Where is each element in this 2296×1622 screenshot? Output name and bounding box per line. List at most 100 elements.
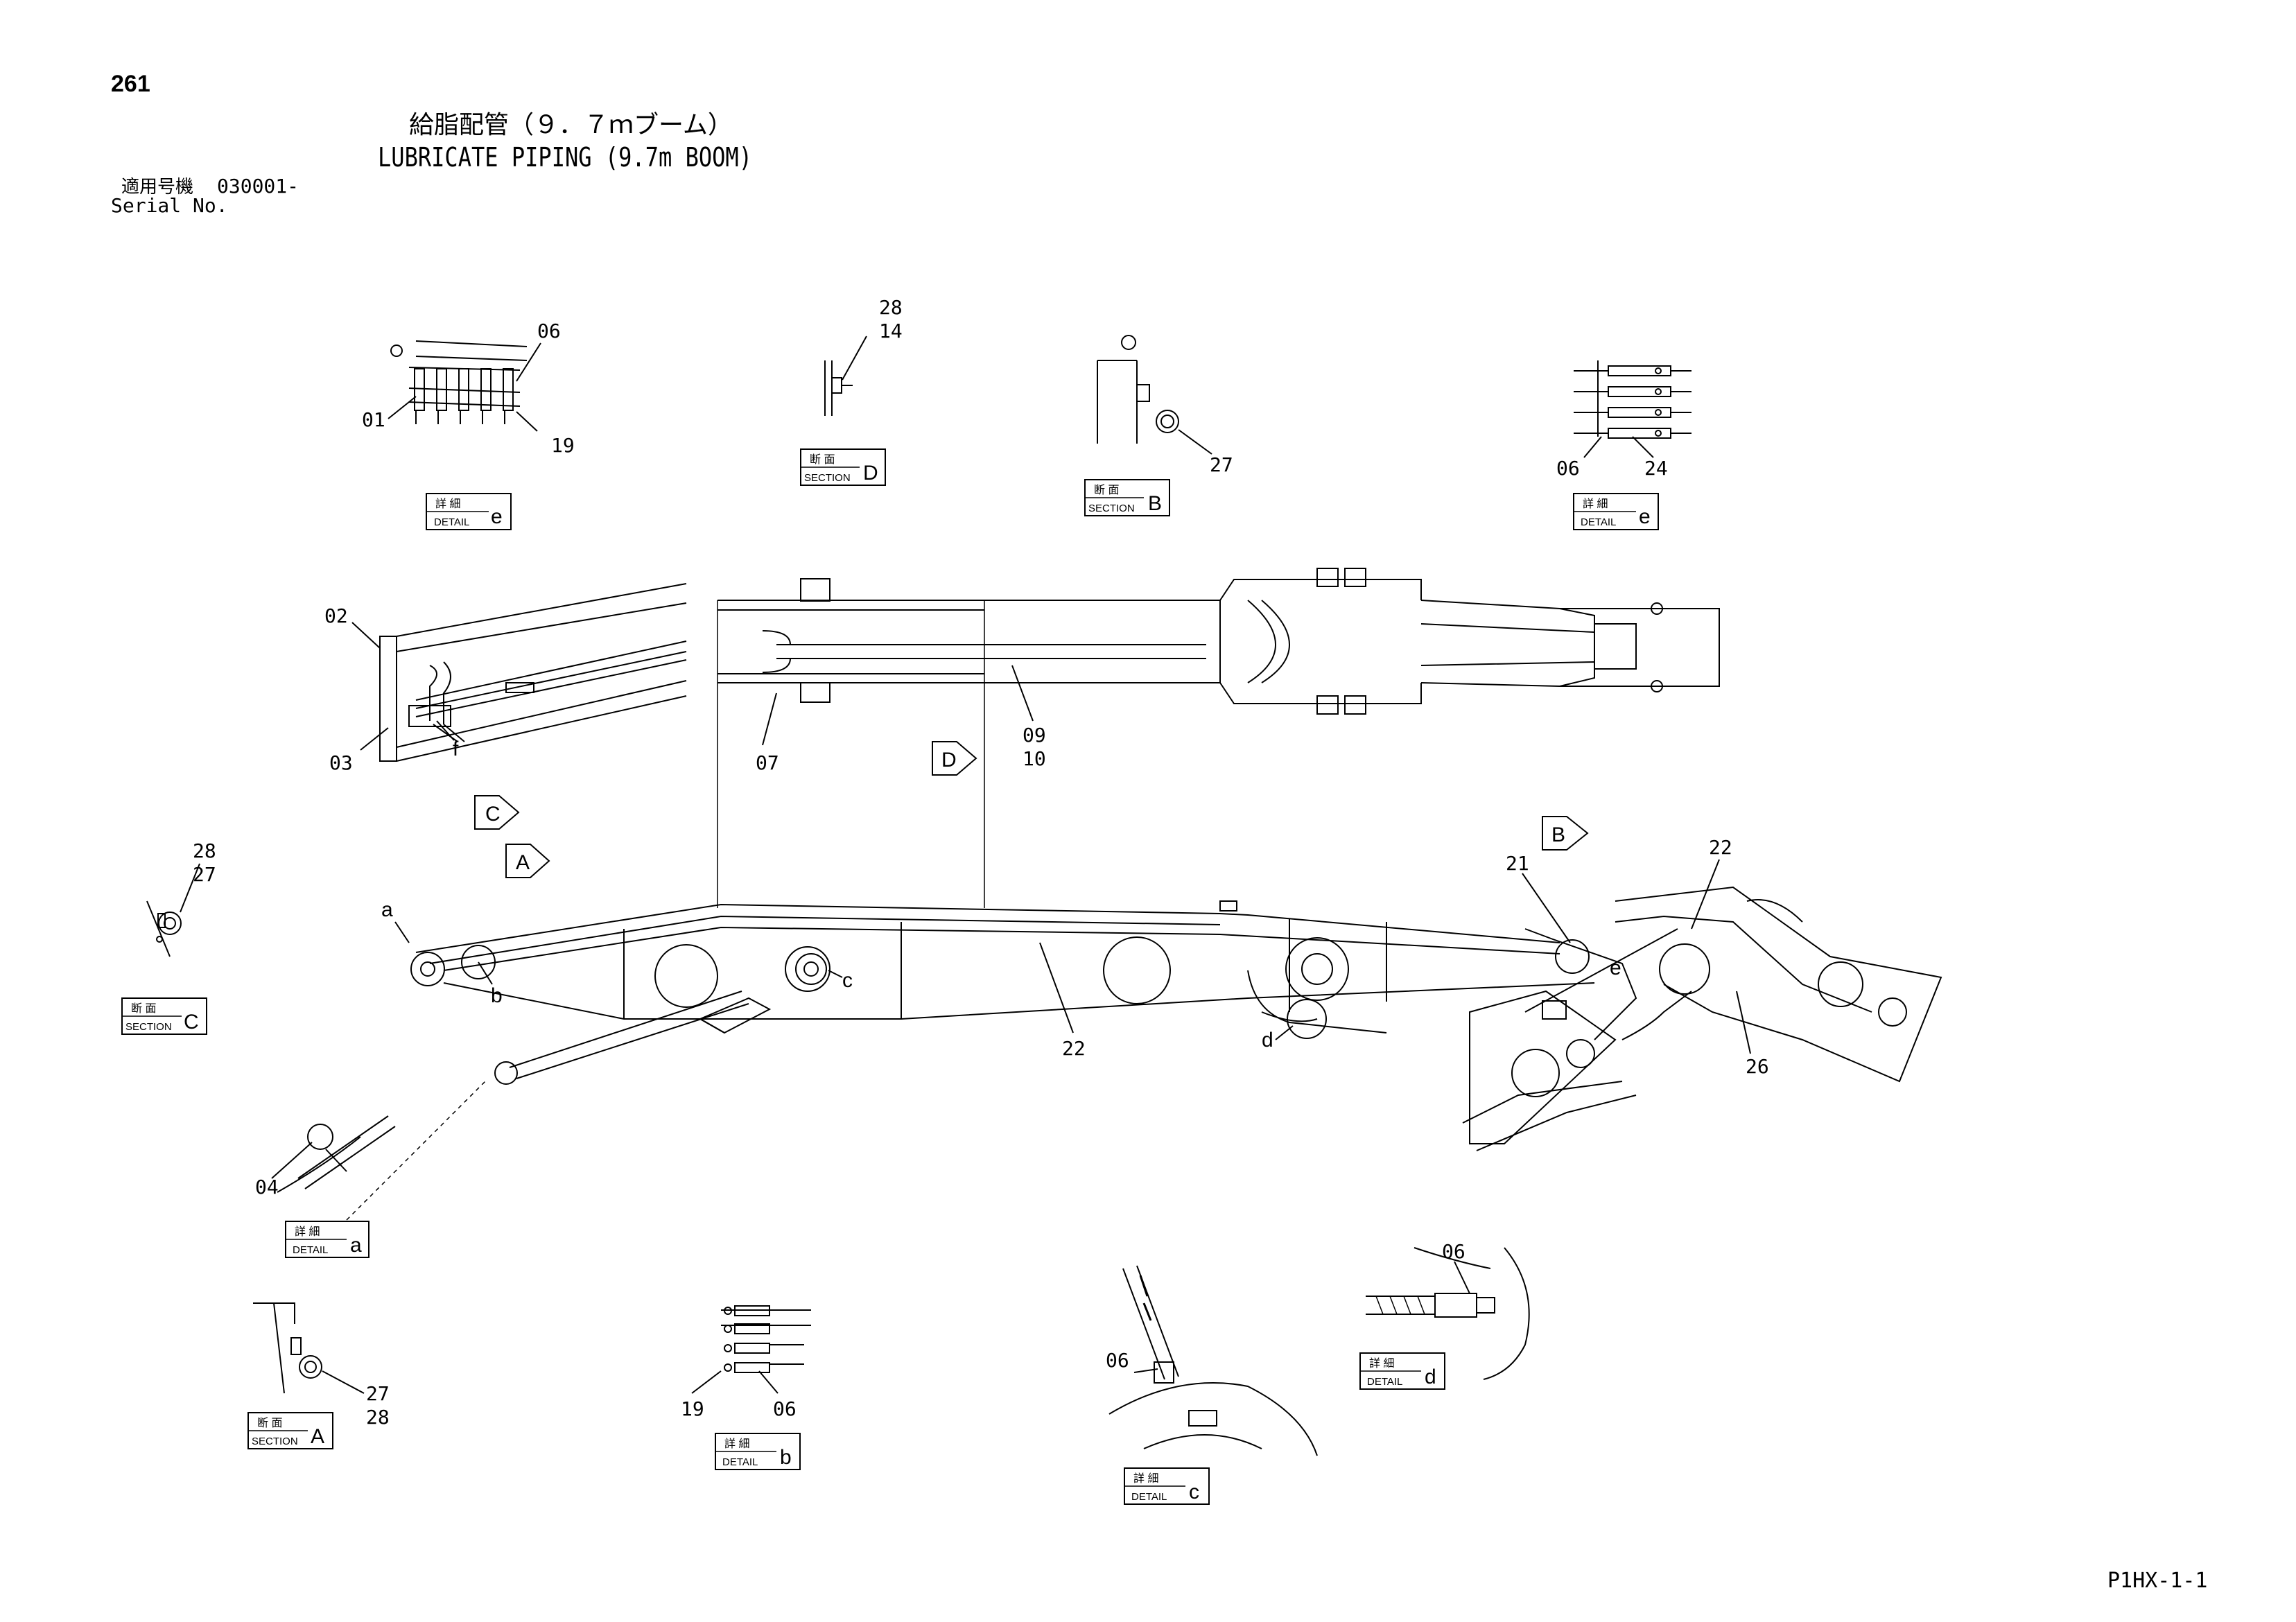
svg-text:B: B	[1551, 823, 1565, 846]
leader-line	[1454, 1261, 1470, 1294]
detail-e-left-drawing	[390, 340, 528, 424]
part-label-19: 19	[551, 434, 575, 457]
svg-text:詳 細: 詳 細	[1369, 1357, 1394, 1370]
part-label-06: 06	[537, 320, 561, 342]
part-label-07: 07	[756, 751, 779, 774]
leader-line	[360, 727, 389, 751]
detail-a-tag: 詳 細 DETAIL a	[285, 1221, 369, 1258]
svg-text:断 面: 断 面	[131, 1002, 156, 1015]
leader-line	[1039, 942, 1074, 1034]
svg-text:C: C	[485, 803, 501, 826]
svg-text:DETAIL: DETAIL	[434, 516, 469, 528]
detail-e-left-tag: 詳 細 DETAIL e	[426, 493, 512, 530]
part-label-06: 06	[1556, 457, 1580, 480]
leader-line	[1011, 665, 1034, 722]
section-a-tag: 断 面 SECTION A	[247, 1412, 333, 1449]
part-label-28: 28	[193, 839, 216, 862]
part-label-28: 28	[879, 296, 903, 319]
part-label-02: 02	[324, 604, 348, 627]
svg-text:d: d	[1425, 1366, 1436, 1388]
leader-line	[1691, 859, 1720, 930]
detail-d-tag: 詳 細 DETAIL d	[1359, 1352, 1445, 1390]
part-label-22: 22	[1709, 836, 1732, 859]
detail-callout-c: c	[842, 969, 853, 992]
svg-text:詳 細: 詳 細	[295, 1226, 320, 1238]
svg-text:詳 細: 詳 細	[1583, 498, 1608, 510]
detail-label-f: f	[453, 738, 459, 760]
leader-line	[758, 1370, 779, 1394]
leader-line	[1178, 429, 1212, 455]
boom-plan-view	[717, 568, 1720, 908]
svg-text:DETAIL: DETAIL	[1131, 1491, 1167, 1503]
leader-line	[828, 970, 843, 978]
leader-line	[1522, 873, 1571, 943]
section-d-tag: 断 面 SECTION D	[800, 448, 886, 486]
svg-text:SECTION: SECTION	[125, 1021, 172, 1033]
projection-line	[346, 1081, 486, 1221]
svg-text:b: b	[780, 1446, 792, 1469]
part-label-10: 10	[1023, 747, 1046, 770]
callout-circle-b	[461, 945, 496, 979]
leader-line	[1632, 436, 1654, 458]
part-label-24: 24	[1644, 457, 1668, 480]
title-english: LUBRICATE PIPING (9.7m BOOM)	[378, 142, 752, 173]
part-label-19: 19	[681, 1397, 704, 1420]
svg-text:D: D	[941, 749, 957, 771]
svg-text:詳 細: 詳 細	[1133, 1472, 1158, 1485]
serial-label-japanese: 適用号機	[121, 176, 193, 197]
detail-callout-a: a	[381, 898, 393, 921]
page-number: 261	[111, 71, 150, 97]
part-label-14: 14	[879, 320, 903, 342]
detail-b-tag: 詳 細 DETAIL b	[715, 1433, 801, 1470]
part-label-01: 01	[362, 408, 385, 431]
view-arrow-c: C	[474, 795, 520, 830]
detail-callout-b: b	[491, 984, 503, 1007]
svg-text:A: A	[311, 1425, 324, 1448]
serial-label-english: Serial No.	[111, 194, 228, 217]
part-label-27: 27	[193, 863, 216, 886]
svg-text:断 面: 断 面	[257, 1417, 282, 1429]
callout-circle-c	[785, 946, 830, 992]
leader-line	[1133, 1368, 1158, 1373]
boom-side-view	[410, 886, 1942, 1151]
part-label-26: 26	[1746, 1055, 1769, 1078]
svg-text:SECTION: SECTION	[1088, 503, 1135, 514]
svg-text:SECTION: SECTION	[252, 1436, 298, 1447]
svg-text:a: a	[350, 1234, 362, 1257]
part-label-28: 28	[366, 1406, 390, 1429]
leader-line	[271, 1142, 313, 1179]
detail-callout-e: e	[1610, 957, 1621, 979]
detail-c-tag: 詳 細 DETAIL c	[1124, 1467, 1210, 1505]
leader-line	[388, 396, 417, 419]
leader-line	[691, 1370, 722, 1394]
view-arrow-d: D	[932, 741, 977, 776]
leader-line	[762, 692, 777, 746]
callout-circle-e	[1555, 939, 1590, 974]
section-b-tag: 断 面 SECTION B	[1084, 479, 1170, 516]
leader-line	[842, 335, 867, 381]
part-label-06: 06	[1106, 1349, 1129, 1372]
detail-f-drawing	[379, 583, 687, 762]
leader-line	[322, 1370, 365, 1394]
view-arrow-a: A	[505, 844, 550, 878]
svg-text:DETAIL: DETAIL	[1367, 1376, 1402, 1388]
svg-text:C: C	[184, 1011, 199, 1034]
detail-c-drawing	[1108, 1265, 1318, 1456]
leader-line	[436, 720, 455, 741]
svg-text:断 面: 断 面	[810, 453, 835, 466]
svg-text:c: c	[1189, 1481, 1199, 1503]
title-japanese: 給脂配管（９．７ｍブーム）	[409, 110, 733, 139]
svg-text:e: e	[1639, 505, 1651, 528]
section-d-drawing	[824, 360, 853, 416]
leader-line	[1736, 991, 1751, 1054]
svg-text:DETAIL: DETAIL	[722, 1456, 758, 1468]
callout-circle-d	[1287, 999, 1327, 1039]
leader-line	[478, 961, 493, 985]
part-label-06: 06	[773, 1397, 797, 1420]
leader-line	[180, 863, 200, 913]
leader-line	[516, 342, 541, 382]
leader-line	[394, 921, 410, 943]
leader-line	[351, 622, 381, 649]
leader-line	[1275, 1025, 1294, 1040]
